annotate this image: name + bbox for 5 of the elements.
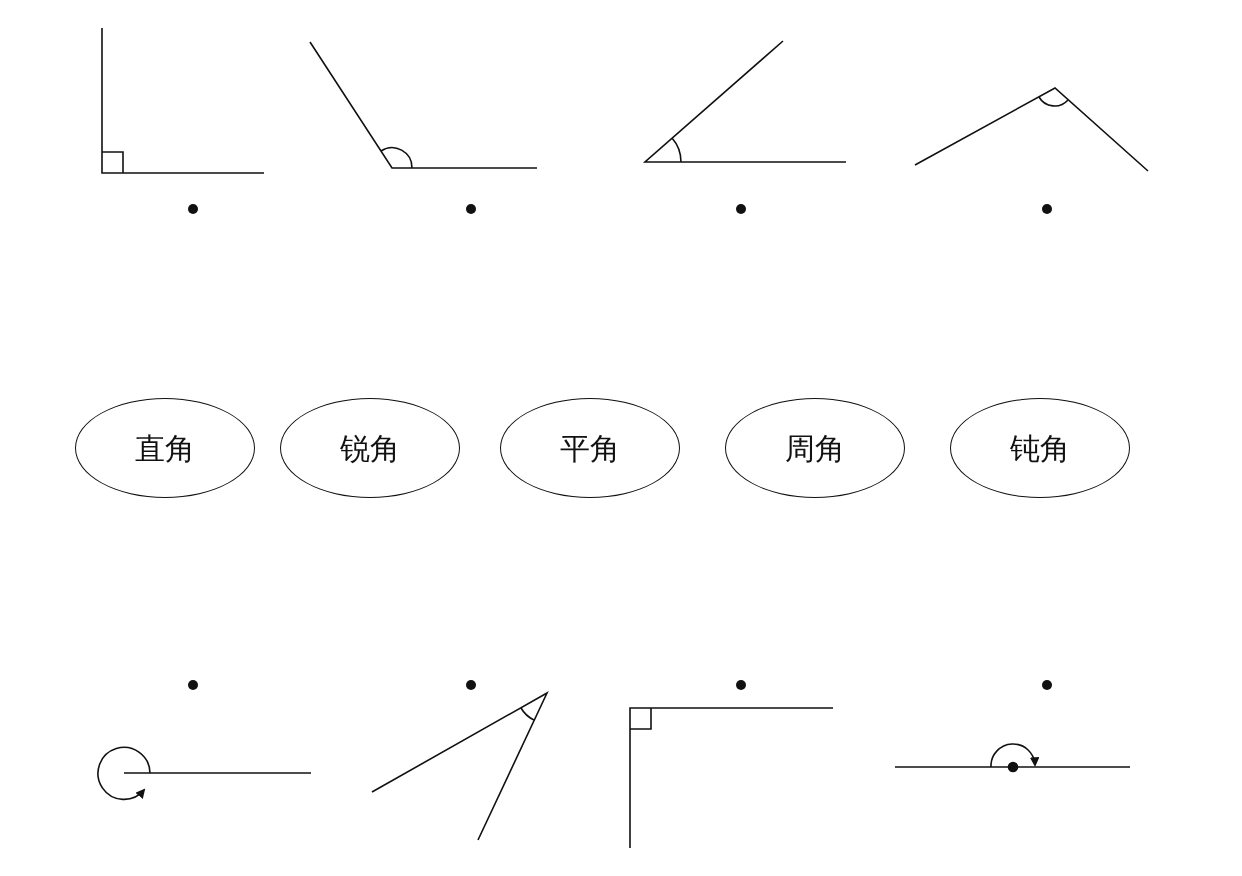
angle-name: 钝角 xyxy=(1010,429,1070,468)
angle-name: 平角 xyxy=(560,429,620,468)
angle-name: 直角 xyxy=(135,429,195,468)
angle-name: 周角 xyxy=(785,429,845,468)
angle-name: 锐角 xyxy=(340,429,400,468)
